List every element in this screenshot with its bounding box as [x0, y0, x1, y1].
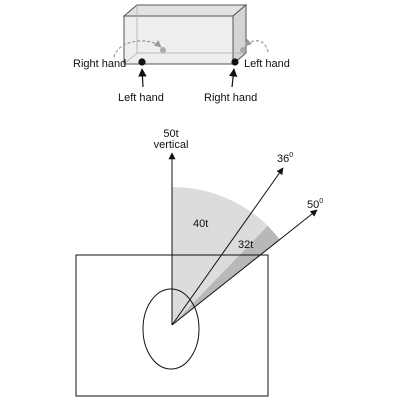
label-36-degree: 0 [289, 152, 293, 159]
dashed-arrow-left [113, 40, 162, 58]
label-36: 360 [277, 152, 293, 165]
wedge-32t [172, 225, 280, 325]
ghost-dot-left [160, 47, 166, 53]
box-front-face [123, 15, 234, 65]
label-50t: 50t [163, 128, 178, 140]
head-ellipse [142, 288, 200, 370]
arrow-36 [171, 167, 284, 326]
label-vertical: vertical [154, 139, 189, 151]
label-left-hand-bottom: Left hand [118, 92, 164, 104]
label-50: 500 [307, 198, 323, 211]
label-50-value: 50 [307, 199, 319, 211]
dashed-arrow-right [244, 38, 269, 53]
box-figure: Right hand Left hand Left hand Right han… [73, 3, 290, 104]
label-36-value: 36 [277, 153, 289, 165]
box-hidden-edge [123, 52, 138, 65]
label-right-hand-left: Right hand [73, 58, 126, 70]
label-right-hand-bottom: Right hand [204, 92, 257, 104]
label-32t: 32t [238, 239, 253, 251]
label-left-hand-right: Left hand [244, 58, 290, 70]
left-hand-pointer [138, 68, 147, 88]
right-hand-pointer [228, 68, 238, 88]
box-side-face [232, 3, 247, 66]
right-hand-dot [231, 58, 239, 66]
left-hand-dot [138, 58, 146, 66]
label-50-degree: 0 [319, 198, 323, 205]
angle-figure: 50t vertical 360 500 40t 32t [75, 128, 323, 397]
arrow-50 [171, 209, 318, 326]
ghost-dot-right [240, 47, 246, 53]
box-top-face [122, 4, 248, 17]
label-40t: 40t [193, 218, 208, 230]
